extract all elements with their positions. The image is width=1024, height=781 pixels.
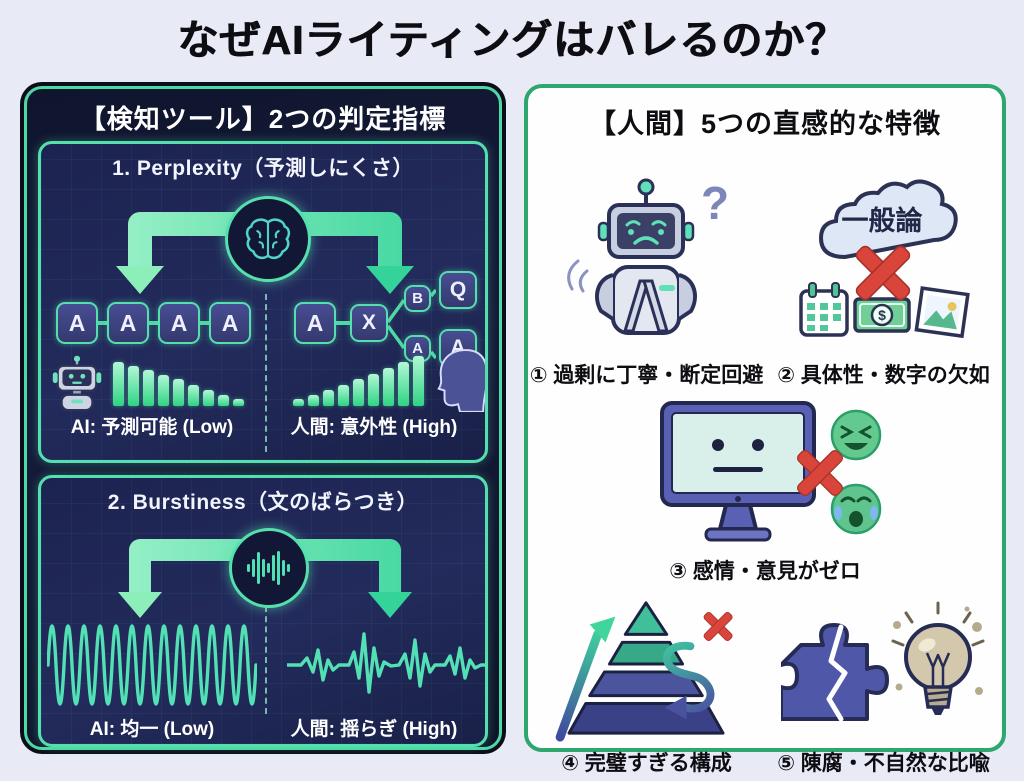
- waveform-circle: [229, 528, 309, 608]
- bar: [308, 395, 319, 406]
- money-icon: $: [852, 297, 911, 333]
- calendar-icon: [798, 282, 849, 337]
- generalization-cloud-icon: 一般論 $: [798, 179, 970, 339]
- bulb-rays: [891, 601, 984, 647]
- red-x-icon: [701, 610, 734, 643]
- bar: [203, 390, 214, 406]
- bar: [368, 374, 379, 406]
- burstiness-human-label: 人間: 揺らぎ (High): [290, 719, 458, 740]
- pyramid-structure-icon: [555, 601, 734, 742]
- dollar-sign: $: [878, 307, 886, 323]
- bar: [338, 385, 349, 406]
- worried-robot-icon: ?: [566, 177, 729, 335]
- token-chip: A: [158, 302, 200, 344]
- item-caption: ② 具体性・数字の欠如: [777, 364, 990, 387]
- burstiness-ai-label: AI: 均一 (Low): [89, 719, 215, 740]
- red-x-icon: [853, 243, 912, 303]
- item-caption: ④ 完璧すぎる構成: [561, 752, 732, 775]
- waveform-icon: [247, 551, 290, 585]
- perplexity-section: 1. Perplexity（予測しにくさ）: [38, 141, 488, 463]
- bar: [218, 395, 229, 406]
- neutral-monitor-icon: [660, 401, 882, 542]
- ai-robot-icon: [52, 355, 102, 412]
- broken-puzzle-bulb-icon: [780, 601, 984, 722]
- token-chip: B: [404, 285, 431, 312]
- ai-bars-chart: [113, 358, 244, 406]
- broken-puzzle-icon: [780, 623, 889, 722]
- bar: [158, 375, 169, 406]
- perplexity-human-label: 人間: 意外性 (High): [290, 417, 458, 438]
- perplexity-title: 1. Perplexity（予測しにくさ）: [112, 157, 414, 180]
- bar: [113, 362, 124, 406]
- burstiness-section: 2. Burstiness（文のばらつき）: [38, 475, 488, 747]
- burstiness-title: 2. Burstiness（文のばらつき）: [107, 491, 419, 514]
- trait-item-1: ? ① 過剰に: [528, 145, 765, 393]
- dust-specks: [892, 606, 983, 695]
- brain-circle: [225, 196, 311, 282]
- infographic-page: なぜAIライティングはバレるのか？ 【検知ツール】2つの判定指標 1. Perp…: [20, 17, 1006, 775]
- human-traits-panel: 【人間】5つの直感的な特徴 ?: [524, 84, 1006, 775]
- branch-lines: [388, 288, 436, 360]
- token-chip: A: [56, 302, 98, 344]
- ai-token-chain: A A A A: [56, 302, 251, 344]
- detection-panel-header: 【検知ツール】2つの判定指標: [79, 104, 447, 134]
- crying-emoji-icon: [830, 483, 882, 535]
- irregular-wave-icon: [287, 632, 485, 694]
- growth-arrow-icon: [555, 616, 615, 742]
- human-panel-header: 【人間】5つの直感的な特徴: [588, 109, 941, 139]
- section-divider: [265, 606, 267, 714]
- bar: [398, 362, 409, 406]
- bar: [293, 399, 304, 406]
- detection-tools-panel: 【検知ツール】2つの判定指標 1. Perplexity（予測しにくさ）: [20, 82, 506, 754]
- trait-item-2: 一般論 $: [765, 145, 1002, 393]
- question-mark: ?: [701, 177, 729, 229]
- human-bars-chart: [293, 354, 424, 406]
- token-chip: X: [350, 304, 388, 342]
- trait-item-3: ③ 感情・意見がゼロ: [528, 393, 1002, 589]
- bar: [413, 356, 424, 406]
- token-chip: A: [107, 302, 149, 344]
- trait-item-4: ④ 完璧すぎる構成: [528, 589, 765, 781]
- dusty-lightbulb-icon: [891, 601, 984, 715]
- laughing-emoji-icon: [830, 409, 882, 461]
- perplexity-ai-label: AI: 予測可能 (Low): [70, 417, 234, 438]
- page-title: なぜAIライティングはバレるのか？: [177, 17, 847, 63]
- trait-item-5: ⑤ 陳腐・不自然な比喩: [765, 589, 1002, 781]
- bar: [323, 390, 334, 406]
- cloud-label: 一般論: [841, 205, 922, 236]
- bar: [383, 368, 394, 406]
- item-caption: ③ 感情・意見がゼロ: [669, 560, 861, 583]
- token-chip: Q: [439, 271, 477, 309]
- pyramid-icon: [567, 601, 725, 735]
- bar: [143, 370, 154, 406]
- bar: [188, 385, 199, 406]
- item-caption: ① 過剰に丁寧・断定回避: [529, 364, 764, 387]
- picture-icon: [913, 286, 970, 339]
- motion-lines-icon: [566, 259, 588, 293]
- token-chip: A: [209, 302, 251, 344]
- uniform-wave-icon: [47, 624, 257, 706]
- squiggle-arrow-icon: [662, 641, 714, 720]
- section-divider: [265, 294, 267, 452]
- bar: [233, 399, 244, 406]
- bar: [173, 379, 184, 406]
- brain-icon: [245, 218, 291, 260]
- token-chip: A: [294, 302, 336, 344]
- item-caption: ⑤ 陳腐・不自然な比喩: [777, 752, 990, 775]
- bar: [353, 379, 364, 406]
- human-head-icon: [437, 349, 485, 412]
- bar: [128, 366, 139, 406]
